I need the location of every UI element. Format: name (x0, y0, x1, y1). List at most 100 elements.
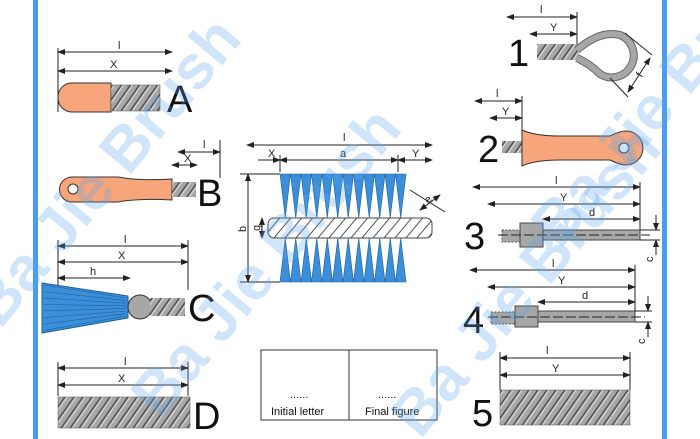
dim-label: X (110, 59, 118, 71)
bristle-tuft (300, 237, 312, 283)
type-number: 1 (508, 33, 529, 75)
dim-label: f (634, 70, 646, 79)
dim-label: d (582, 290, 588, 302)
type-letter: B (197, 173, 222, 215)
dim-label: Y (560, 192, 568, 204)
dim-label: a (340, 148, 347, 160)
twisted-wire (110, 84, 161, 112)
type-a: l X A (57, 40, 193, 121)
dim-label: Y (558, 275, 566, 287)
bristle-tuft (395, 237, 407, 283)
handle (521, 129, 644, 167)
type-5: l Y 5 (472, 345, 631, 435)
dim-label: l (540, 4, 542, 16)
dim-label: X (268, 148, 276, 160)
type-1: l Y f 1 (506, 4, 653, 98)
bristle-tuft (384, 173, 396, 219)
hang-hole (67, 183, 79, 195)
dim-label: l (343, 132, 345, 144)
dim-label: l (203, 139, 205, 151)
fan-bristle-line (43, 284, 127, 299)
twisted-wire (172, 182, 196, 197)
dim-label: b (237, 226, 249, 232)
type-c: l X h C (41, 234, 215, 334)
dim-label: Y (552, 363, 560, 375)
bristle-tuft (290, 237, 302, 283)
type-number: 5 (472, 393, 493, 435)
bristle-tuft (290, 173, 302, 219)
bristle-tuft (332, 237, 344, 283)
dim-label: l (496, 88, 498, 100)
fan-bristle-line (43, 297, 127, 304)
fan-bristles (41, 282, 129, 334)
dim-label: l (546, 345, 548, 357)
dim-label: Y (550, 22, 558, 34)
twisted-wire (502, 141, 522, 153)
bristle-tuft (311, 237, 323, 283)
handle (57, 82, 112, 113)
twisted-wire (150, 298, 185, 316)
fan-bristle-line (43, 315, 127, 331)
bristle-tuft (311, 173, 323, 219)
initial-letter-placeholder: ...... (290, 389, 308, 401)
dim-label: c (644, 256, 656, 262)
twisted-stem (267, 217, 433, 239)
fan-bristle-line (43, 313, 127, 325)
bristle-tuft (342, 237, 354, 283)
type-number: 2 (478, 129, 499, 171)
dim-label: l (552, 258, 554, 270)
dim-label: l (118, 40, 120, 52)
dim-label: l (124, 356, 126, 368)
bristle-tuft (279, 237, 291, 283)
final-figure-label: Final figure (365, 406, 419, 418)
bristle-tuft (332, 173, 344, 219)
type-number: 4 (463, 300, 484, 342)
type-number: 3 (464, 216, 485, 258)
bristle-tuft (363, 237, 375, 283)
dim-label: X (118, 373, 126, 385)
bristle-tuft (374, 237, 386, 283)
bristle-tuft (342, 173, 354, 219)
dim-label: g (251, 225, 263, 231)
dim-label: X (184, 153, 192, 165)
bristle-tuft (321, 173, 333, 219)
twisted-wire (537, 44, 579, 60)
dim-label: Y (412, 148, 420, 160)
type-letter: A (167, 79, 193, 121)
bristle-tuft (384, 237, 396, 283)
dim-label: l (124, 234, 126, 246)
dim-label: d (589, 207, 595, 219)
type-d: l X D (57, 356, 220, 438)
fan-bristle-line (43, 291, 127, 301)
bristle-tuft (353, 237, 365, 283)
bristle-rows (279, 173, 407, 283)
right-frame-bar (662, 0, 667, 439)
dim-label: Y (502, 106, 510, 118)
bristle-tuft (395, 173, 407, 219)
bristle-tuft (321, 237, 333, 283)
type-2: l Y 2 (474, 88, 644, 171)
twisted-wire (499, 389, 631, 426)
type-letter: D (193, 396, 220, 438)
final-figure-placeholder: ...... (378, 389, 396, 401)
bristle-tuft (363, 173, 375, 219)
type-letter: C (188, 288, 215, 330)
twisted-wire (57, 396, 191, 429)
type-b: l X B (59, 139, 222, 215)
bristle-tuft (374, 173, 386, 219)
type-3: l Y d c 3 (464, 175, 660, 262)
ball-end (127, 294, 153, 320)
hang-hole (618, 142, 630, 154)
code-box: ...... Initial letter ...... Final figur… (260, 349, 438, 421)
initial-letter-label: Initial letter (271, 406, 325, 418)
fan-bristle-line (43, 304, 127, 307)
dim-label: h (90, 266, 96, 278)
center-brush-diagram: l X a Y b g e (237, 132, 446, 283)
dim-label: X (118, 250, 126, 262)
threaded-end (490, 311, 517, 325)
left-frame-bar (33, 0, 38, 439)
dim-label: l (555, 175, 557, 187)
dim-label: c (636, 338, 648, 344)
fan-bristle-line (43, 310, 127, 318)
